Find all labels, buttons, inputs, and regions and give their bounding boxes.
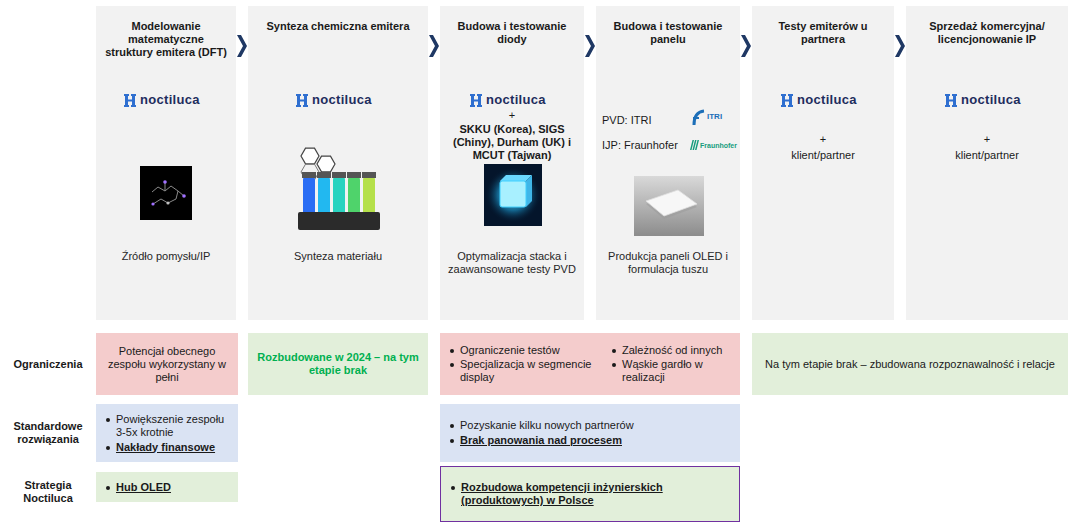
stage-column: Testy emiterów u partnera noctiluca + klien… <box>752 6 894 320</box>
logo-icon <box>296 94 308 107</box>
flow-chevron <box>741 35 751 57</box>
strategy-box: Rozbudowa kompetencji inżynierskich (pro… <box>440 466 740 522</box>
flow-chevron <box>895 35 905 57</box>
logo-text: noctiluca <box>312 92 372 107</box>
box-text: Zależność od innych <box>610 344 732 357</box>
fraunhofer-logo-icon <box>690 140 699 150</box>
constraint-box: Rozbudowane w 2024 – na tym etapie brak <box>248 333 428 395</box>
stage-column: Budowa i testowanie diody noctiluca +SKKU … <box>440 6 584 320</box>
process-label: PVD: ITRI <box>602 114 652 127</box>
column-heading: Testy emiterów u partnera <box>760 20 886 46</box>
flow-chevron <box>237 35 247 57</box>
oled-diode-image <box>484 164 542 226</box>
logo-text: noctiluca <box>961 92 1021 107</box>
column-heading: Modelowanie matematyczne struktury emite… <box>104 20 228 59</box>
partner-label: klient/partner <box>758 149 888 162</box>
stage-caption: Synteza materiału <box>256 250 420 263</box>
plus-sign: + <box>912 133 1062 146</box>
plus-sign: + <box>758 133 888 146</box>
partner-list: SKKU (Korea), SIGS (Chiny), Durham (UK) … <box>446 123 578 162</box>
logo-text: ITRI <box>707 112 722 121</box>
logo-icon <box>945 94 957 107</box>
constraint-box: Na tym etapie brak – zbudowana rozpoznaw… <box>752 333 1068 395</box>
stage-caption: Produkcja paneli OLED i formulacja tuszu <box>604 250 732 276</box>
row-label: Standardowe rozwiązania <box>4 420 92 446</box>
row-label: Ograniczenia <box>4 358 92 371</box>
row-label: Strategia Noctiluca <box>4 479 92 505</box>
molecule-image <box>140 166 192 220</box>
box-text: Powiększenie zespołu 3-5x krotnie <box>104 413 230 439</box>
flow-chevron <box>429 35 439 57</box>
constraint-box: Ograniczenie testówSpecjalizacja w segme… <box>440 333 740 395</box>
vials-image <box>298 148 380 230</box>
box-text: Rozbudowa kompetencji inżynierskich (pro… <box>449 481 731 507</box>
solution-box: Powiększenie zespołu 3-5x krotnieNakłady… <box>96 404 238 462</box>
box-text: Rozbudowane w 2024 – na tym etapie brak <box>256 351 420 377</box>
logo-text: Fraunhofer <box>700 142 737 150</box>
solution-box: Pozyskanie kilku nowych partnerówBrak pa… <box>440 404 740 462</box>
box-text: Ograniczenie testów <box>448 344 600 357</box>
box-text: Na tym etapie brak – zbudowana rozpoznaw… <box>760 358 1060 371</box>
logo-text: noctiluca <box>486 92 546 107</box>
box-text: Potencjał obecnego zespołu wykorzystany … <box>104 345 230 384</box>
stage-column: Synteza chemiczna emitera noctilucaSyntez… <box>248 6 428 320</box>
box-text: Brak panowania nad procesem <box>448 434 732 447</box>
box-text: Wąskie gardło w realizacji <box>610 358 732 384</box>
stage-column: Sprzedaż komercyjna/ licencjonowanie IP n… <box>906 6 1068 320</box>
logo-icon <box>781 94 793 107</box>
column-heading: Sprzedaż komercyjna/ licencjonowanie IP <box>914 20 1060 46</box>
stage-illustration <box>906 6 1068 320</box>
box-text: Pozyskanie kilku nowych partnerów <box>448 419 732 432</box>
column-heading: Budowa i testowanie panelu <box>604 20 732 46</box>
stage-caption: Optymalizacja stacka i zaawansowane test… <box>448 250 576 276</box>
stage-illustration <box>248 6 428 320</box>
process-label: IJP: Fraunhofer <box>602 139 678 152</box>
logo-icon <box>124 94 136 107</box>
box-text: Specjalizacja w segmencie display <box>448 358 600 384</box>
flow-chevron <box>585 35 595 57</box>
constraint-box: Potencjał obecnego zespołu wykorzystany … <box>96 333 238 395</box>
logo-text: noctiluca <box>797 92 857 107</box>
strategy-box: Hub OLED <box>96 472 238 502</box>
oled-panel-image <box>634 176 704 236</box>
logo-text: noctiluca <box>140 92 200 107</box>
plus-sign: + <box>446 109 578 122</box>
logo-icon <box>470 94 482 107</box>
box-text: Hub OLED <box>104 481 230 494</box>
column-heading: Budowa i testowanie diody <box>448 20 576 46</box>
stage-column: Budowa i testowanie paneluPVD: ITRI ITRI I… <box>596 6 740 320</box>
stage-illustration <box>752 6 894 320</box>
itri-logo-icon <box>693 111 704 125</box>
column-heading: Synteza chemiczna emitera <box>256 20 420 33</box>
stage-column: Modelowanie matematyczne struktury emite… <box>96 6 236 320</box>
stage-caption: Źródło pomysłu/IP <box>104 250 228 263</box>
box-text: Nakłady finansowe <box>104 441 230 454</box>
partner-label: klient/partner <box>912 149 1062 162</box>
